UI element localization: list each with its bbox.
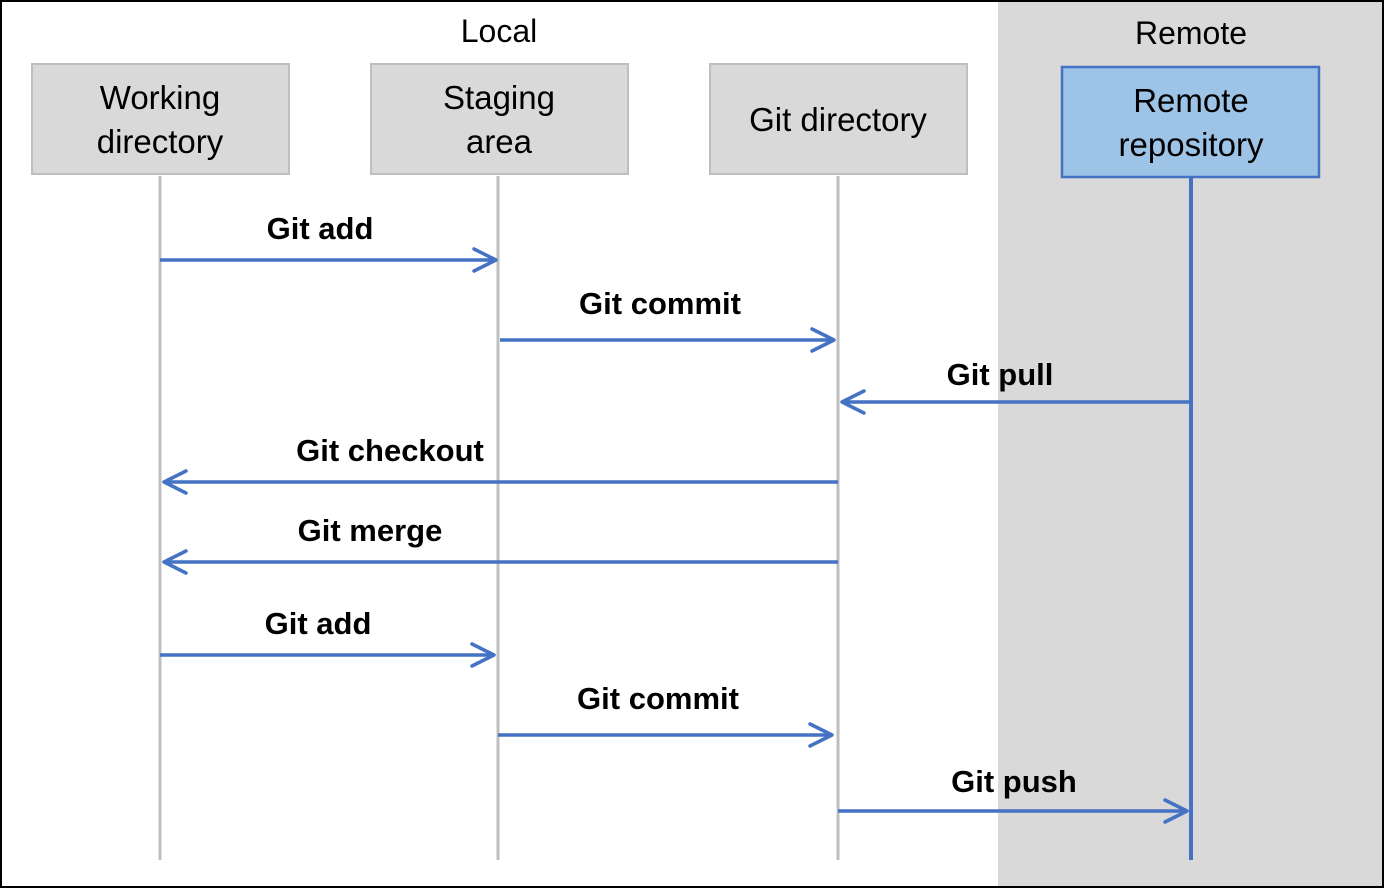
- participant-remote-repository: Remote repository: [1060, 65, 1321, 179]
- remote-section-label: Remote: [1135, 15, 1247, 51]
- message-git-commit-2: Git commit: [498, 681, 834, 748]
- message-git-add-2: Git add: [160, 606, 496, 668]
- message-git-add-2-label: Git add: [265, 606, 372, 641]
- participant-working-directory: Working directory: [31, 63, 290, 175]
- message-git-merge-label: Git merge: [298, 513, 443, 548]
- message-git-push-label: Git push: [951, 764, 1077, 799]
- participant-staging-area: Staging area: [370, 63, 629, 175]
- message-git-commit-2-label: Git commit: [577, 681, 739, 716]
- message-git-push: Git push: [838, 764, 1189, 824]
- local-section-label: Local: [461, 13, 538, 49]
- participant-working-directory-line2: directory: [97, 123, 224, 160]
- message-git-checkout: Git checkout: [162, 433, 838, 495]
- participant-remote-repository-line2: repository: [1119, 126, 1264, 163]
- message-git-merge: Git merge: [162, 513, 838, 575]
- message-git-pull-label: Git pull: [947, 357, 1054, 392]
- message-git-add-1: Git add: [160, 211, 498, 273]
- message-git-checkout-label: Git checkout: [296, 433, 484, 468]
- participant-git-directory: Git directory: [709, 63, 968, 175]
- participant-git-directory-line1: Git directory: [749, 101, 927, 138]
- message-git-commit-1: Git commit: [500, 286, 836, 353]
- message-git-add-1-label: Git add: [267, 211, 374, 246]
- participant-staging-area-line2: area: [466, 123, 533, 160]
- message-git-commit-1-label: Git commit: [579, 286, 741, 321]
- message-git-pull: Git pull: [840, 357, 1191, 415]
- participant-remote-repository-line1: Remote: [1133, 82, 1249, 119]
- participant-staging-area-line1: Staging: [443, 79, 555, 116]
- participant-working-directory-line1: Working: [100, 79, 220, 116]
